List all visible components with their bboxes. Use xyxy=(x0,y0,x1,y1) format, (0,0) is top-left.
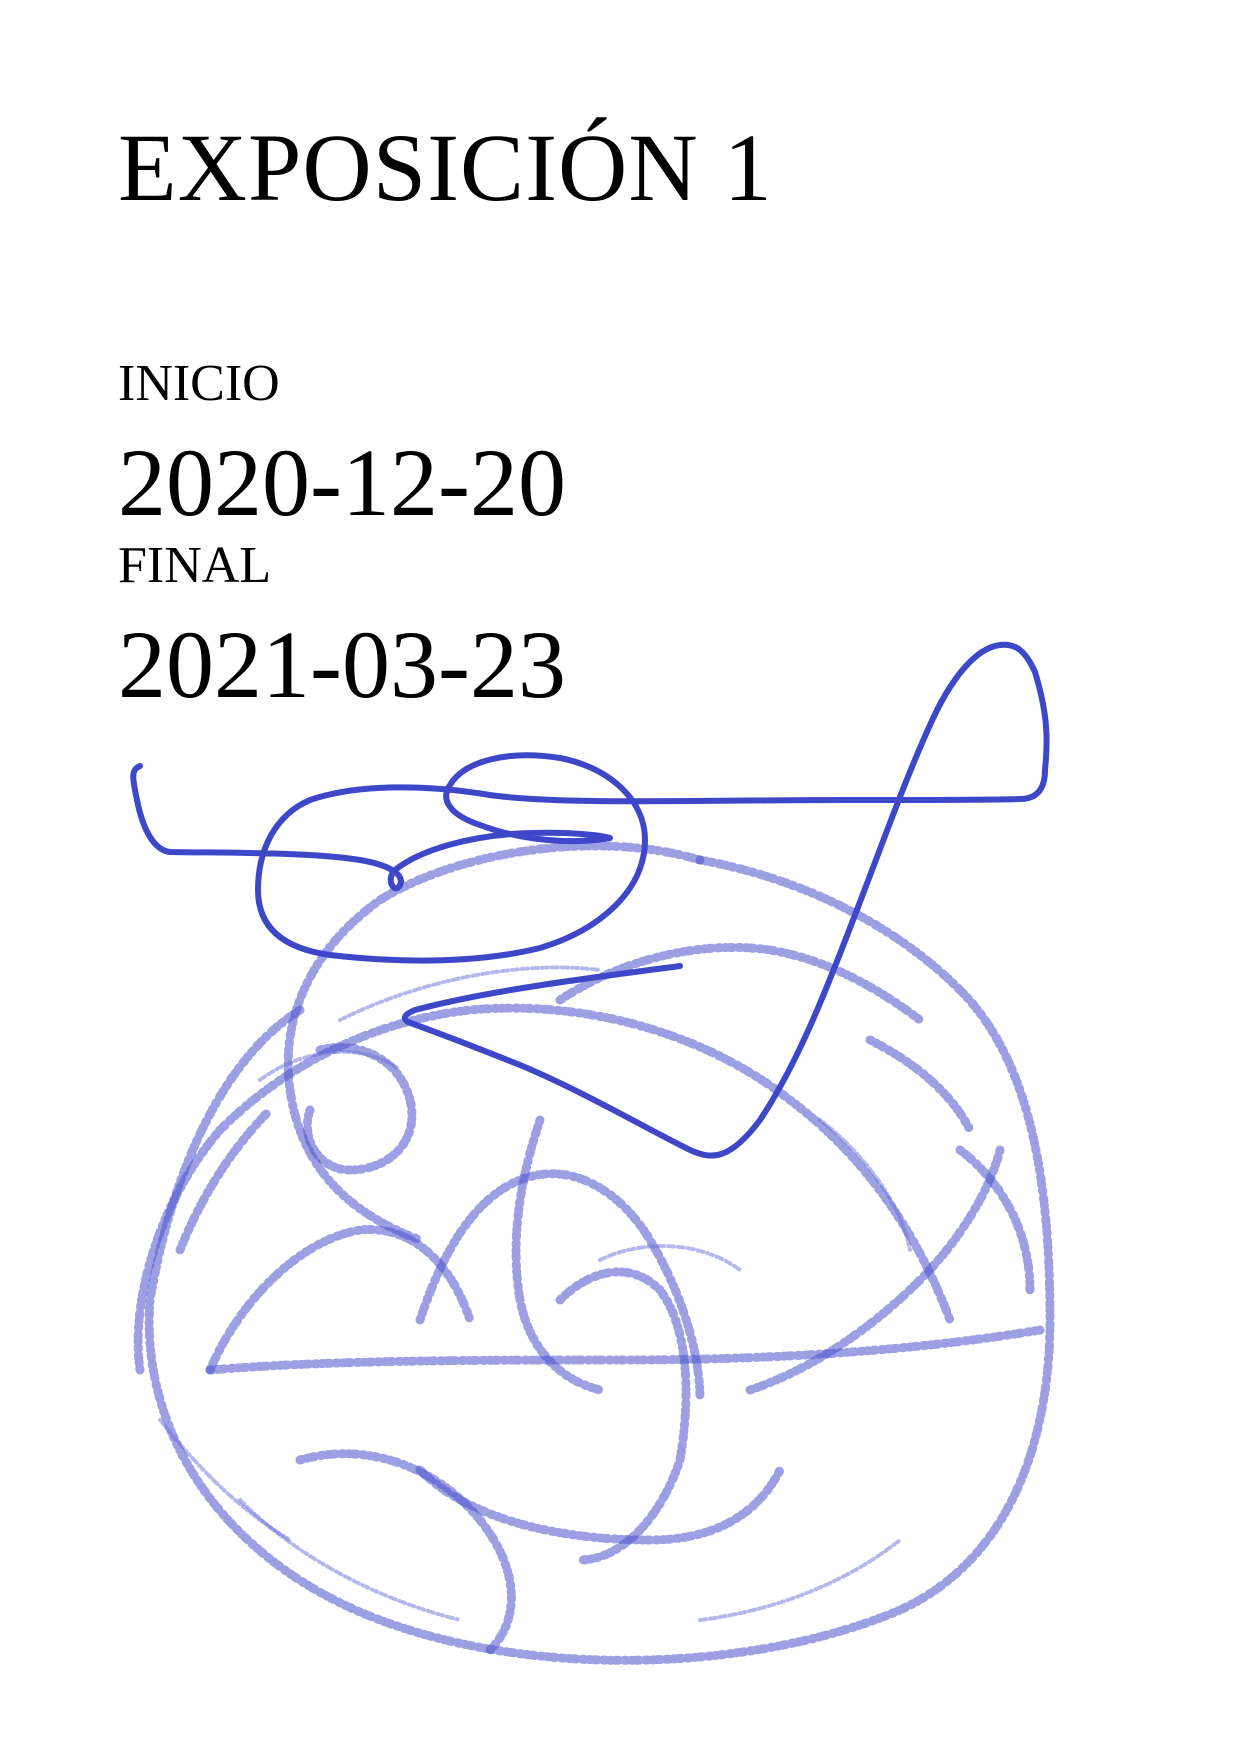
exhibition-title: EXPOSICIÓN 1 xyxy=(118,114,773,221)
end-label: FINAL xyxy=(118,537,272,594)
handwritten-signature xyxy=(130,641,1050,1159)
start-label: INICIO xyxy=(118,355,280,412)
crayon-scribble-fine xyxy=(158,965,912,1622)
end-date: 2021-03-23 xyxy=(118,611,566,718)
start-date: 2020-12-20 xyxy=(118,429,566,536)
crayon-scribble xyxy=(133,841,1055,1665)
